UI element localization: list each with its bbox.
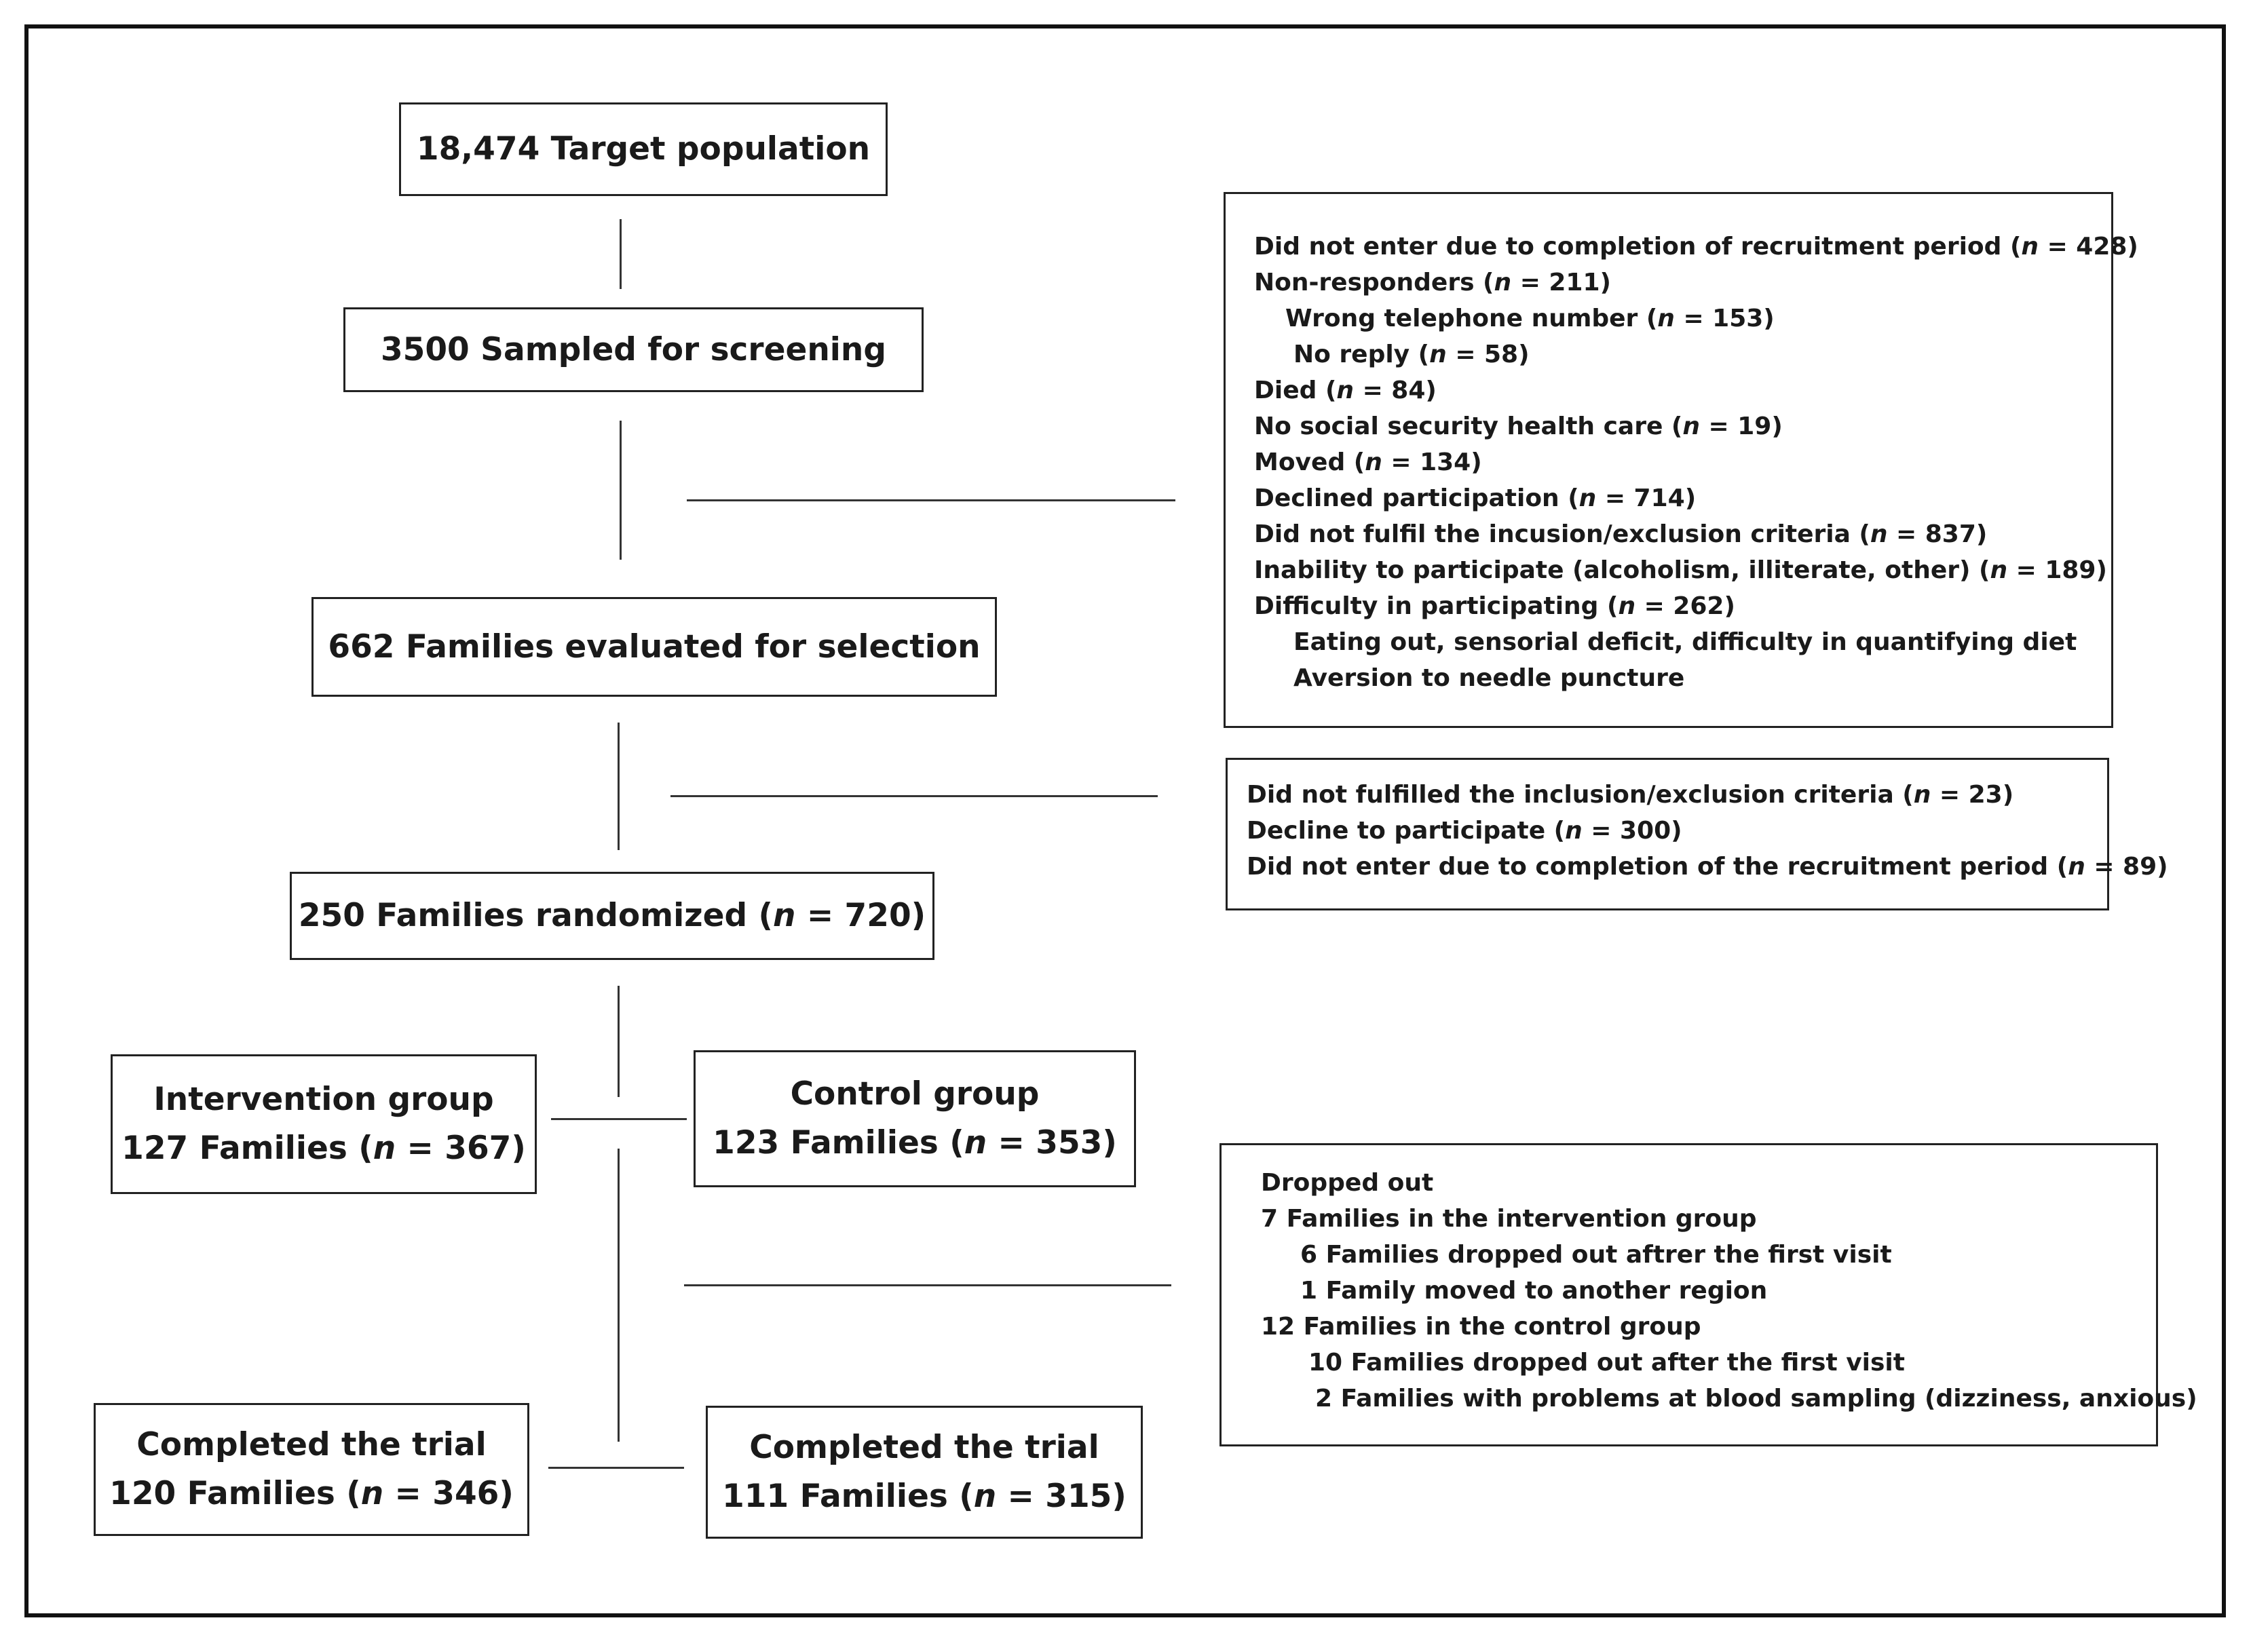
completed-control-title: Completed the trial [749, 1429, 1099, 1466]
exclusion-row: No social security health care (n = 19) [1254, 412, 1783, 440]
dropout-row: 6 Families dropped out aftrer the first … [1300, 1241, 1892, 1269]
connector-randomized-to-groups [618, 986, 620, 1097]
exclusion-row: Difficulty in participating (n = 262) [1254, 592, 1735, 620]
exclusion-row: Did not fulfil the incusion/exclusion cr… [1254, 520, 1988, 548]
randomized-box: 250 Families randomized (n = 720) [290, 872, 934, 960]
connector-groups-to-completed [618, 1149, 620, 1442]
sampled-label: 3500 Sampled for screening [380, 330, 887, 368]
exclusion-row: No reply (n = 58) [1293, 341, 1530, 368]
target-population-label: 18,474 Target population [416, 130, 871, 168]
connector-groups [551, 1118, 687, 1120]
dropout-row: Dropped out [1261, 1169, 1434, 1197]
connector-dropout [684, 1284, 1171, 1286]
selection-exclusions-box: Did not fulfilled the inclusion/exclusio… [1226, 758, 2168, 910]
exclusion-row: Declined participation (n = 714) [1254, 484, 1697, 512]
dropout-box: Dropped out 7 Families in the interventi… [1219, 1143, 2197, 1446]
selection-exclusion-row: Did not enter due to completion of the r… [1247, 853, 2168, 881]
control-group-box: Control group 123 Families (n = 353) [694, 1050, 1136, 1187]
completed-intervention-title: Completed the trial [136, 1426, 487, 1463]
completed-control-box: Completed the trial 111 Families (n = 31… [706, 1406, 1143, 1539]
connector-completed [548, 1467, 684, 1469]
connector-screening-exclusion [687, 499, 1175, 501]
connector-target-to-sampled [620, 219, 622, 289]
selection-exclusion-row: Decline to participate (n = 300) [1247, 817, 1682, 845]
exclusion-row: Did not enter due to completion of recru… [1254, 233, 2138, 261]
dropout-row: 12 Families in the control group [1261, 1313, 1701, 1341]
completed-intervention-box: Completed the trial 120 Families (n = 34… [94, 1403, 529, 1536]
exclusion-row: Aversion to needle puncture [1293, 664, 1685, 692]
intervention-group-count: 127 Families (n = 367) [121, 1130, 526, 1167]
sampled-box: 3500 Sampled for screening [343, 307, 924, 392]
intervention-group-box: Intervention group 127 Families (n = 367… [111, 1054, 537, 1194]
connector-selection-exclusion [670, 795, 1158, 797]
dropout-row: 1 Family moved to another region [1300, 1277, 1768, 1305]
dropout-row: 10 Families dropped out after the first … [1308, 1349, 1905, 1377]
exclusion-row: Moved (n = 134) [1254, 448, 1482, 476]
exclusion-row: Eating out, sensorial deficit, difficult… [1293, 628, 2077, 656]
exclusion-row: Wrong telephone number (n = 153) [1285, 305, 1775, 332]
dropout-row: 7 Families in the intervention group [1261, 1205, 1757, 1233]
control-group-title: Control group [790, 1075, 1040, 1113]
evaluated-box: 662 Families evaluated for selection [311, 597, 997, 697]
target-population-box: 18,474 Target population [399, 102, 888, 196]
exclusion-row: Non-responders (n = 211) [1254, 269, 1611, 296]
screening-exclusions-box: Did not enter due to completion of recru… [1224, 192, 2138, 728]
exclusion-row: Died (n = 84) [1254, 377, 1437, 404]
completed-intervention-count: 120 Families (n = 346) [109, 1475, 514, 1512]
control-group-count: 123 Families (n = 353) [713, 1124, 1117, 1161]
evaluated-label: 662 Families evaluated for selection [328, 628, 981, 666]
connector-sampled-to-evaluated [620, 421, 622, 560]
connector-evaluated-to-randomized [618, 723, 620, 850]
completed-control-count: 111 Families (n = 315) [722, 1478, 1127, 1515]
dropout-row: 2 Families with problems at blood sampli… [1315, 1385, 2197, 1413]
randomized-label: 250 Families randomized (n = 720) [298, 897, 926, 934]
exclusion-row: Inability to participate (alcoholism, il… [1254, 556, 2107, 584]
selection-exclusion-row: Did not fulfilled the inclusion/exclusio… [1247, 781, 2014, 809]
figure-frame [24, 24, 2226, 1617]
intervention-group-title: Intervention group [153, 1081, 494, 1118]
